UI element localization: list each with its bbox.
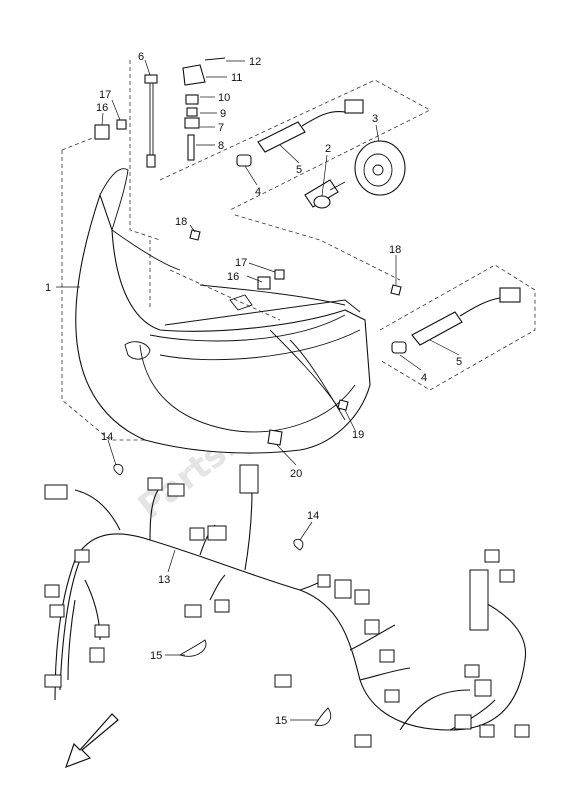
bulb-cover[interactable]: [354, 140, 406, 196]
callout-18-upper: 18: [175, 216, 187, 228]
callout-1: 1: [45, 282, 51, 294]
callout-19: 19: [352, 429, 364, 441]
callout-15-left: 15: [150, 650, 162, 662]
callout-9: 9: [220, 108, 226, 120]
callout-2: 2: [325, 143, 331, 155]
socket-upper[interactable]: [236, 154, 252, 167]
band-right[interactable]: [293, 538, 304, 551]
callout-17: 17: [99, 89, 111, 101]
band-left[interactable]: [113, 463, 124, 476]
socket-cord-lower[interactable]: [411, 287, 521, 346]
callout-5-upper: 5: [296, 164, 302, 176]
band-lower-right[interactable]: [314, 707, 332, 726]
headlight-cowl[interactable]: [75, 168, 371, 454]
callout-4-upper: 4: [255, 186, 261, 198]
callout-16: 16: [96, 102, 108, 114]
screw-right[interactable]: [390, 284, 402, 296]
wire-harness[interactable]: [54, 489, 527, 731]
socket-cord-upper[interactable]: [257, 99, 364, 153]
connector-group[interactable]: [44, 464, 530, 748]
screw-upper[interactable]: [189, 229, 201, 241]
callout-7: 7: [218, 122, 224, 134]
callout-17-lower: 17: [235, 257, 247, 269]
socket-lower[interactable]: [391, 341, 407, 354]
callout-18-right: 18: [389, 244, 401, 256]
callout-13: 13: [158, 574, 170, 586]
callout-15-right: 15: [275, 715, 287, 727]
band-lower-left[interactable]: [178, 639, 207, 657]
bolt-upper[interactable]: [94, 119, 127, 140]
callout-10: 10: [218, 92, 230, 104]
callout-8: 8: [218, 140, 224, 152]
callout-16-lower: 16: [227, 271, 239, 283]
callout-14-left: 14: [101, 431, 113, 443]
callout-11: 11: [231, 72, 242, 84]
callout-4-lower: 4: [421, 372, 427, 384]
callout-3: 3: [372, 113, 378, 125]
adjuster-stack[interactable]: [144, 57, 226, 168]
callout-14-right: 14: [307, 510, 319, 522]
callout-5-lower: 5: [456, 356, 462, 368]
screw-lower[interactable]: [337, 399, 349, 411]
bolt-middle[interactable]: [257, 269, 285, 290]
callout-6: 6: [138, 51, 144, 63]
callout-12: 12: [249, 56, 261, 68]
clip[interactable]: [267, 429, 283, 446]
callout-20: 20: [290, 468, 302, 480]
front-direction-arrow-icon: [65, 713, 119, 769]
headlight-bulb[interactable]: [304, 179, 346, 209]
callout-leader-lines: [56, 59, 460, 721]
callout-labels: 6 12 11 10 9 7 8 16 17 3 2 4 5 1 18 17 1…: [45, 51, 462, 727]
